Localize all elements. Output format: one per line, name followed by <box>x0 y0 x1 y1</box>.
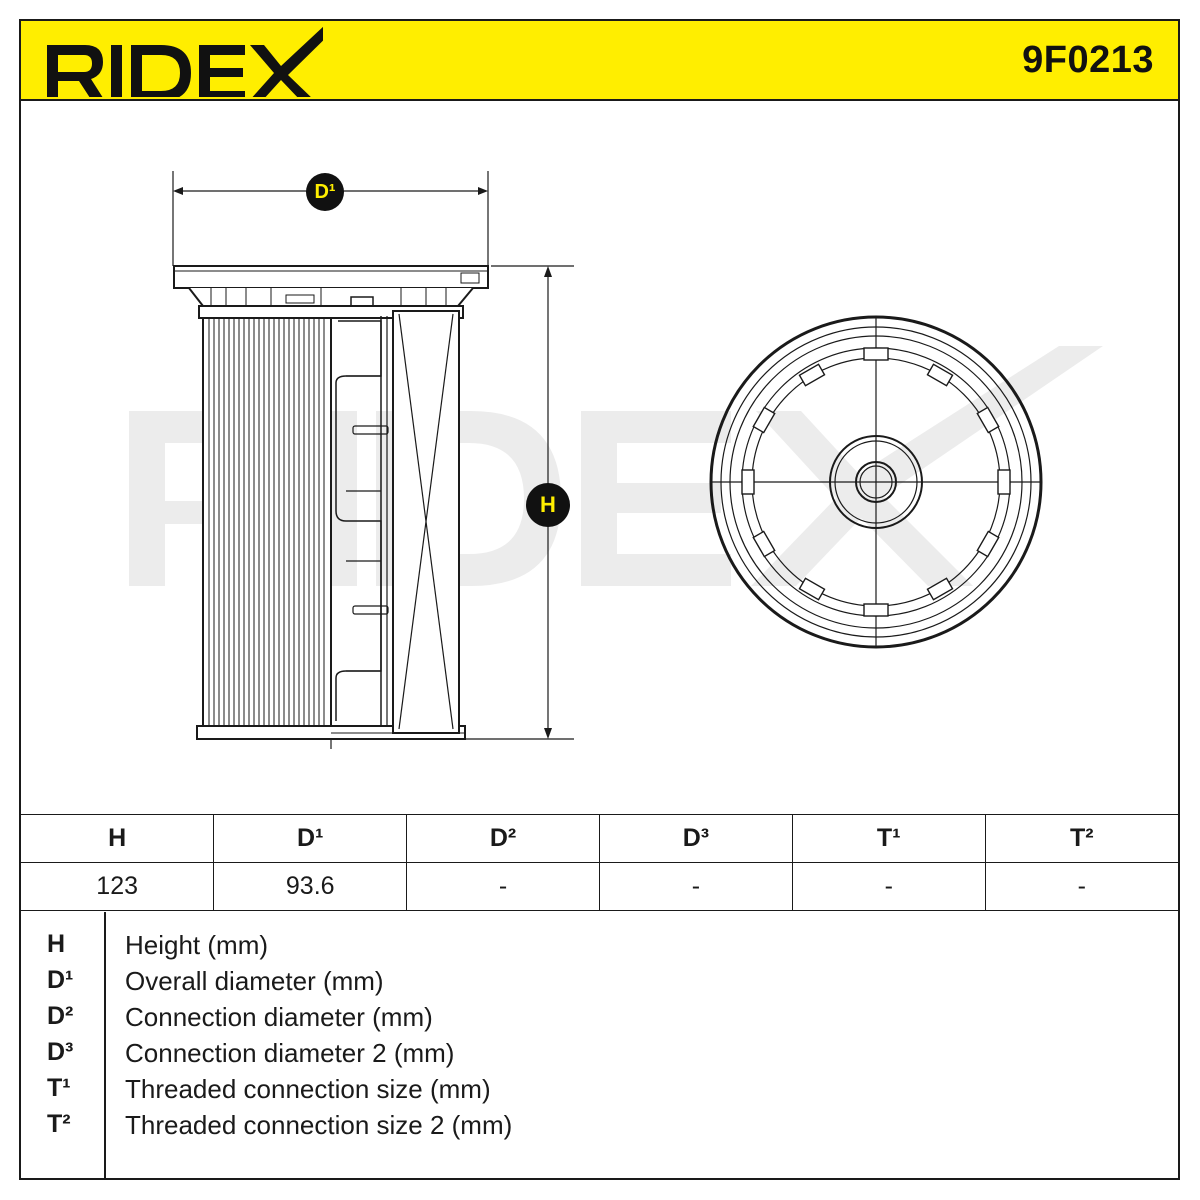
pleats <box>208 318 325 726</box>
legend-description: Connection diameter (mm) <box>125 1002 433 1032</box>
spec-header-t2: T² <box>984 814 1178 863</box>
retaining-tabs <box>741 347 1011 617</box>
legend-key: T² <box>47 1110 71 1138</box>
part-number: 9F0213 <box>1022 39 1154 81</box>
legend-item: T¹ Threaded connection size (mm) <box>21 1074 1178 1110</box>
spec-value-t1: - <box>791 862 986 911</box>
ridex-logo <box>47 26 323 97</box>
side-view <box>172 171 574 749</box>
d1-badge-label: D¹ <box>314 180 336 203</box>
legend-description: Threaded connection size 2 (mm) <box>125 1110 513 1140</box>
spec-value-d3: - <box>598 862 793 911</box>
legend-item: D¹ Overall diameter (mm) <box>21 966 1178 1002</box>
spec-value-d1: 93.6 <box>213 862 408 911</box>
top-view <box>709 315 1043 649</box>
h-badge-label: H <box>540 492 556 517</box>
legend-key: D³ <box>47 1038 74 1066</box>
legend-item: H Height (mm) <box>21 930 1178 966</box>
product-sheet: D¹ H 9F0213 H D¹ D² D³ T¹ T² <box>19 19 1180 1180</box>
spec-table-header-row: H D¹ D² D³ T¹ T² <box>21 814 1178 863</box>
legend-item: T² Threaded connection size 2 (mm) <box>21 1110 1178 1146</box>
legend: H Height (mm) D¹ Overall diameter (mm) D… <box>21 912 1178 1178</box>
legend-description: Connection diameter 2 (mm) <box>125 1038 455 1068</box>
spec-value-d2: - <box>406 862 600 911</box>
technical-drawing <box>129 171 1103 749</box>
spec-value-h: 123 <box>21 862 215 911</box>
legend-description: Threaded connection size (mm) <box>125 1074 491 1104</box>
spec-table-value-row: 123 93.6 - - - - <box>21 862 1178 911</box>
spec-value-t2: - <box>984 862 1178 911</box>
legend-key: D¹ <box>47 966 74 994</box>
legend-item: D³ Connection diameter 2 (mm) <box>21 1038 1178 1074</box>
header-bar: 9F0213 <box>21 21 1178 101</box>
spec-header-d1: D¹ <box>213 814 408 863</box>
h-dimension-badge: H <box>526 483 570 527</box>
legend-divider <box>104 912 106 1178</box>
spec-header-d2: D² <box>406 814 600 863</box>
legend-item: D² Connection diameter (mm) <box>21 1002 1178 1038</box>
d1-dimension-badge: D¹ <box>306 173 344 211</box>
spec-header-d3: D³ <box>598 814 793 863</box>
legend-description: Overall diameter (mm) <box>125 966 384 996</box>
spec-table: H D¹ D² D³ T¹ T² 123 93.6 - - - - <box>21 814 1178 911</box>
spec-header-t1: T¹ <box>791 814 986 863</box>
legend-key: D² <box>47 1002 74 1030</box>
legend-key: T¹ <box>47 1074 71 1102</box>
legend-key: H <box>47 930 66 958</box>
legend-description: Height (mm) <box>125 930 269 960</box>
spec-header-h: H <box>21 814 215 863</box>
